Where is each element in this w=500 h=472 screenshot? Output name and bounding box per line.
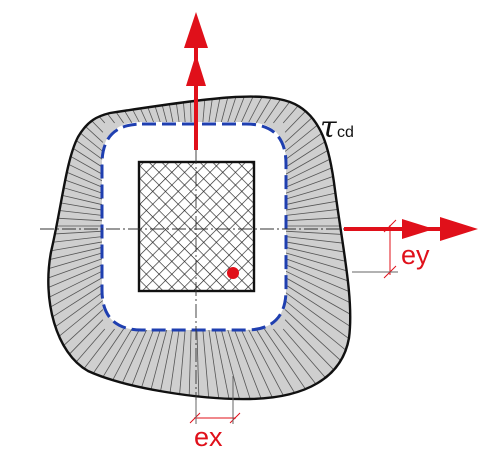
stress-ordinate	[273, 96, 351, 124]
stress-ordinate	[284, 270, 351, 342]
stress-ordinate	[156, 328, 180, 400]
stress-ordinate	[285, 210, 351, 222]
stress-ordinate	[285, 166, 351, 206]
stress-ordinate	[48, 258, 104, 314]
stress-ordinate	[48, 152, 104, 200]
stress-ordinate	[99, 96, 155, 124]
stress-ordinate	[48, 96, 104, 152]
stress-ordinate	[48, 291, 104, 380]
stress-ordinate	[285, 241, 351, 271]
stress-ordinate	[285, 236, 351, 256]
vertical-axis-arrow	[184, 12, 208, 150]
stress-ordinate	[282, 96, 351, 124]
stress-ordinate	[48, 264, 104, 328]
stress-ordinate	[284, 110, 351, 182]
stress-ordinate	[202, 328, 217, 400]
stress-ordinate	[48, 96, 106, 124]
stress-ordinate	[48, 96, 104, 168]
stress-ordinate	[113, 96, 161, 124]
stress-ordinate	[264, 96, 342, 124]
stress-ordinate	[284, 96, 351, 143]
stress-ordinate	[48, 124, 104, 188]
stress-ordinate	[48, 196, 103, 216]
stress-ordinate	[127, 328, 168, 400]
horizontal-axis-arrow	[344, 217, 478, 241]
stress-ordinate	[285, 246, 351, 286]
stress-ordinate	[285, 230, 351, 242]
stress-ordinate	[214, 328, 246, 400]
stress-ordinate	[48, 138, 104, 194]
stress-ordinate	[48, 166, 103, 206]
stress-ordinate	[240, 328, 303, 400]
stress-ordinate	[85, 96, 148, 124]
stress-ordinate	[48, 96, 104, 161]
stress-ordinate	[284, 96, 351, 133]
stress-ordinate	[284, 258, 351, 314]
stress-ordinate	[48, 246, 103, 286]
stress-ordinate	[48, 284, 104, 367]
stress-ordinate	[48, 181, 103, 211]
stress-ordinate	[240, 96, 303, 124]
stress-ordinate	[48, 96, 104, 133]
stress-ordinate	[284, 264, 351, 328]
stress-ordinate	[186, 328, 192, 400]
stress-ordinate	[284, 252, 351, 300]
stress-ordinate	[48, 270, 104, 342]
stress-ordinate	[48, 96, 124, 124]
stress-ordinate	[284, 309, 351, 400]
stress-ordinate	[220, 328, 261, 400]
stress-ordinate	[282, 328, 351, 400]
ex-label: ex	[194, 422, 223, 452]
stress-ordinate	[48, 241, 103, 271]
stress-ordinate	[48, 96, 104, 143]
tau-symbol: τ	[320, 110, 337, 145]
stress-ordinate	[284, 277, 351, 355]
stress-ordinate	[48, 230, 103, 242]
stress-ordinate	[208, 328, 232, 400]
stress-ordinate	[255, 328, 329, 400]
stress-ordinate	[285, 196, 351, 216]
stress-ordinate	[247, 96, 316, 124]
stress-ordinate	[171, 328, 186, 400]
stress-ordinate	[233, 96, 289, 124]
stress-ordinate	[48, 210, 103, 222]
control-perimeter	[100, 122, 288, 332]
stress-ordinate	[142, 328, 174, 400]
stress-ordinate	[59, 96, 133, 124]
stress-ordinate	[48, 110, 104, 182]
stress-ordinate	[264, 328, 342, 400]
stress-ordinate	[285, 181, 351, 211]
ex-dimension	[189, 376, 241, 424]
stress-ordinate	[273, 328, 351, 400]
stress-ordinate	[284, 319, 351, 400]
stress-ordinate	[284, 124, 351, 188]
ey-label: ey	[401, 240, 430, 270]
stress-ordinate	[113, 328, 161, 400]
ey-dimension	[352, 219, 398, 279]
tau-subscript: cd	[337, 124, 354, 141]
stress-ordinate	[284, 97, 351, 175]
stress-ordinate-lines	[48, 96, 351, 400]
shear-outline	[47, 95, 352, 401]
stress-ordinate	[48, 97, 104, 175]
stress-ordinate	[247, 328, 316, 400]
stress-ordinate	[227, 328, 275, 400]
stress-ordinate	[255, 96, 329, 124]
stress-ordinate	[48, 300, 104, 391]
stress-ordinate	[48, 277, 104, 355]
stress-ordinate	[48, 236, 103, 256]
load-point	[227, 267, 239, 279]
shear-stress-distribution	[48, 96, 351, 400]
stress-ordinate	[284, 138, 351, 194]
stress-ordinate	[284, 152, 351, 200]
stress-ordinate	[48, 96, 115, 124]
stress-ordinate	[227, 96, 275, 124]
stress-ordinate	[72, 96, 141, 124]
stress-ordinate	[284, 300, 351, 391]
stress-ordinate	[196, 328, 202, 400]
stress-ordinate	[48, 252, 104, 300]
stress-ordinate	[284, 291, 351, 380]
